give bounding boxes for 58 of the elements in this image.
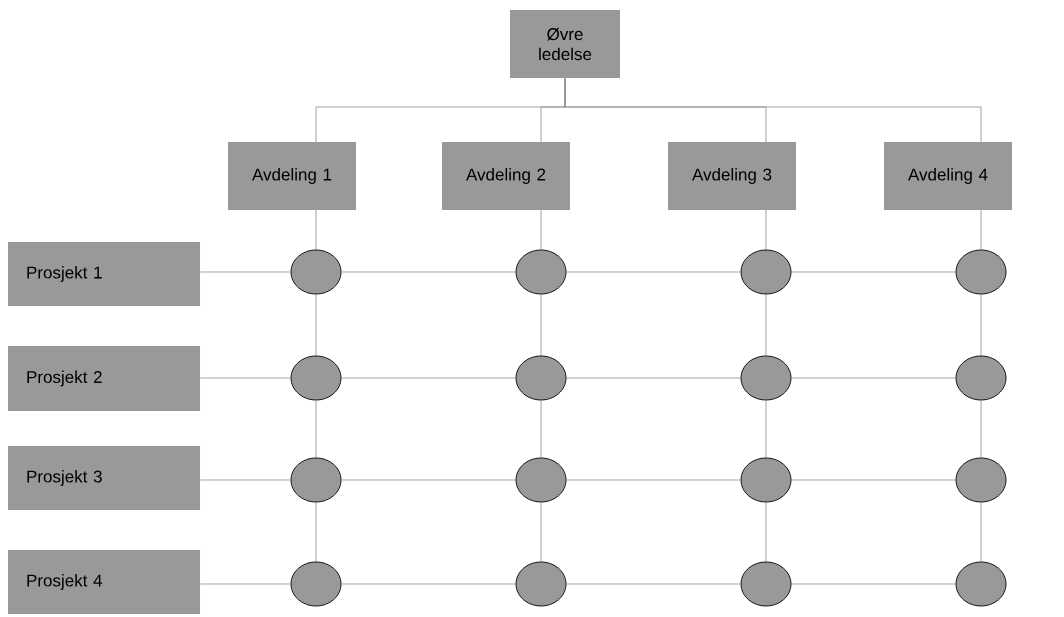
connector-line	[765, 400, 767, 458]
connector-line	[540, 502, 542, 562]
junction-circle	[515, 249, 567, 295]
project-box: Prosjekt 3	[8, 446, 200, 510]
project-box: Prosjekt 1	[8, 242, 200, 306]
connector-line	[566, 583, 741, 585]
junction-circle	[955, 249, 1007, 295]
junction-circle	[290, 457, 342, 503]
junction-circle	[515, 355, 567, 401]
department-box: Avdeling 4	[884, 142, 1012, 210]
connector-line	[791, 479, 956, 481]
junction-circle	[515, 457, 567, 503]
connector-line	[199, 583, 291, 585]
connector-line	[980, 294, 982, 356]
connector-line	[315, 209, 317, 251]
junction-circle	[740, 249, 792, 295]
connector-line	[566, 377, 741, 379]
connector-line	[341, 583, 516, 585]
connector-line	[199, 377, 291, 379]
connector-line	[564, 77, 982, 143]
junction-circle	[955, 355, 1007, 401]
connector-line	[540, 400, 542, 458]
junction-circle	[290, 561, 342, 607]
connector-line	[980, 400, 982, 458]
department-box: Avdeling 3	[668, 142, 796, 210]
junction-circle	[290, 355, 342, 401]
connector-line	[566, 271, 741, 273]
connector-line	[791, 271, 956, 273]
project-box: Prosjekt 4	[8, 550, 200, 614]
junction-circle	[740, 561, 792, 607]
connector-line	[765, 209, 767, 251]
connector-line	[765, 294, 767, 356]
connector-line	[791, 583, 956, 585]
connector-line	[540, 294, 542, 356]
junction-circle	[955, 561, 1007, 607]
connector-line	[540, 209, 542, 251]
connector-line	[315, 294, 317, 356]
department-box: Avdeling 1	[228, 142, 356, 210]
junction-circle	[290, 249, 342, 295]
junction-circle	[740, 355, 792, 401]
connector-line	[199, 479, 291, 481]
junction-circle	[515, 561, 567, 607]
connector-line	[791, 377, 956, 379]
connector-line	[341, 377, 516, 379]
connector-line	[315, 400, 317, 458]
connector-line	[765, 502, 767, 562]
project-box: Prosjekt 2	[8, 346, 200, 411]
connector-line	[315, 502, 317, 562]
junction-circle	[955, 457, 1007, 503]
junction-circle	[740, 457, 792, 503]
connector-line	[341, 271, 516, 273]
connector-line	[566, 479, 741, 481]
management-box: Øvre ledelse	[510, 10, 620, 78]
department-box: Avdeling 2	[442, 142, 570, 210]
connector-line	[199, 271, 291, 273]
connector-line	[341, 479, 516, 481]
connector-line	[980, 502, 982, 562]
connector-line	[980, 209, 982, 251]
